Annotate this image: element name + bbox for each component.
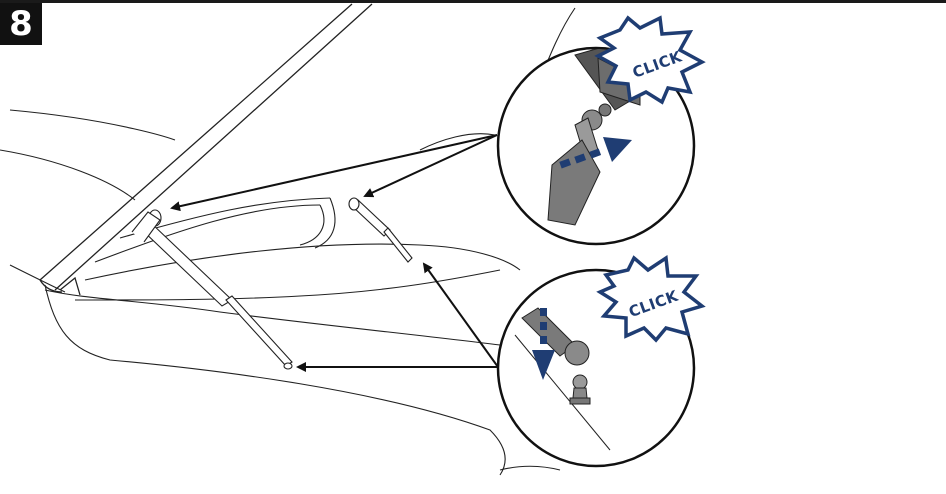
right-gas-strut (348, 197, 413, 263)
arrow-to-left-upper-mount (170, 134, 498, 212)
pointer-arrows (170, 134, 499, 372)
top-rule (0, 0, 946, 3)
car-body-outline (0, 7, 576, 476)
top-click-starburst: CLICK (594, 15, 706, 105)
ball-stud (572, 374, 588, 390)
push-direction-arrow (559, 137, 632, 169)
arrow-to-right-lower-mount (422, 262, 499, 368)
press-down-arrow (532, 308, 555, 380)
bottom-click-starburst: CLICK (596, 254, 706, 343)
step-number-badge: 8 (0, 3, 42, 45)
open-hood (39, 3, 373, 296)
arrow-to-right-upper-mount (363, 134, 498, 198)
strut-end-top (547, 139, 601, 226)
left-gas-strut (131, 209, 293, 370)
